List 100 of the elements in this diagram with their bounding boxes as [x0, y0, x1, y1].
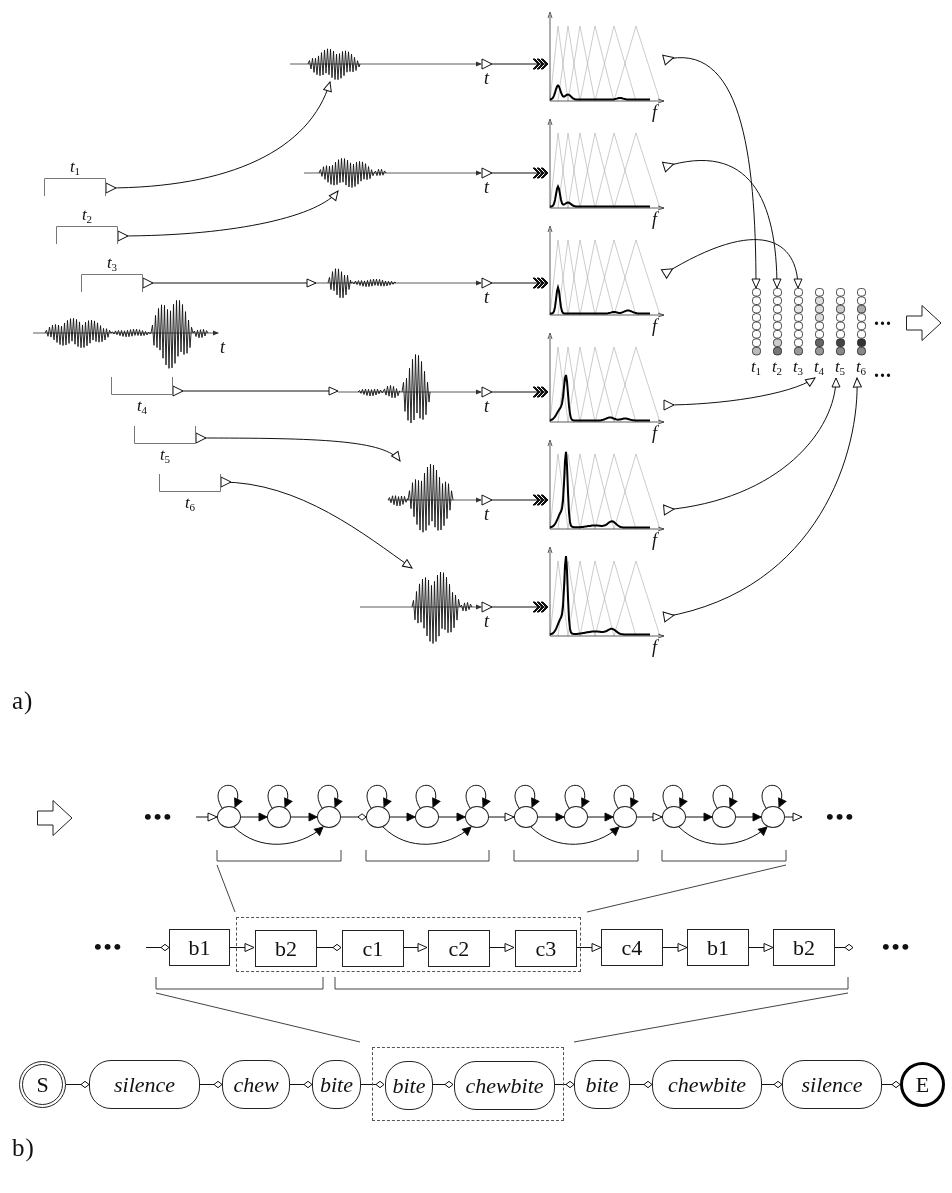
arrow [636, 812, 663, 822]
arrow [663, 377, 816, 411]
arrow [587, 812, 614, 822]
axis-label: f [652, 104, 657, 120]
axis-label: t [484, 179, 489, 195]
arrow [142, 277, 317, 289]
waveform-drawing [304, 155, 482, 191]
arrow [402, 943, 428, 952]
time-label: t$_{2}$ [80, 206, 94, 224]
event-node: bite [574, 1060, 630, 1109]
axis-label: t [484, 506, 489, 522]
axis-label: t [484, 289, 489, 305]
arrow [290, 812, 318, 822]
arrow [488, 812, 515, 822]
state-circle [317, 806, 341, 828]
arrow [678, 826, 768, 845]
state-circle [613, 806, 637, 828]
arrow [438, 812, 466, 822]
axis-label: f [652, 639, 657, 655]
highlight-frame [372, 1047, 564, 1121]
axis-label: f [652, 425, 657, 441]
axis-label: t [484, 398, 489, 414]
arrow [233, 826, 324, 845]
time-label: t$_{1}$ [68, 158, 82, 176]
arrow [240, 812, 268, 822]
arrow [481, 167, 549, 179]
arrow [662, 377, 862, 623]
highlight-frame [236, 917, 581, 972]
arrow [117, 190, 339, 242]
arrow [662, 943, 688, 952]
arrow [662, 377, 840, 516]
time-label: t$_{6}$ [854, 358, 868, 376]
axis-label: f [652, 211, 657, 227]
ellipsis: ... [874, 308, 892, 328]
arrow [105, 81, 332, 194]
arrow [735, 812, 762, 822]
time-label: t$_{5}$ [833, 358, 847, 376]
arrow [661, 239, 802, 289]
end-state: E [900, 1062, 945, 1107]
event-node: silence [89, 1060, 200, 1109]
ellipsis: ••• [144, 806, 174, 828]
arrow [488, 943, 515, 952]
state-circle [564, 806, 588, 828]
axis-label: t [484, 70, 489, 86]
state-circle [217, 806, 241, 828]
axis-label: f [652, 532, 657, 548]
time-label: t$_{6}$ [183, 494, 197, 512]
state-circle [514, 806, 538, 828]
arrow [382, 826, 472, 845]
state-circle [415, 806, 439, 828]
arrow [220, 476, 413, 569]
arrow [748, 943, 774, 952]
state-circle [267, 806, 291, 828]
time-label: t$_{2}$ [770, 358, 784, 376]
event-node: bite [385, 1061, 433, 1110]
arrow [481, 277, 549, 289]
event-node: chewbite [454, 1061, 555, 1110]
unit-box: b1 [169, 929, 230, 966]
unit-box: c4 [601, 929, 663, 966]
arrow [537, 812, 565, 822]
arrow [195, 432, 401, 462]
ellipsis: ••• [826, 806, 856, 828]
unit-box: c1 [342, 930, 404, 967]
start-state: S [19, 1061, 66, 1108]
arrow [481, 386, 549, 398]
self-loop-arrow [217, 784, 242, 809]
arrow [481, 494, 549, 506]
time-label: t$_{3}$ [105, 254, 119, 272]
self-loop-arrow [514, 784, 539, 809]
event-node: bite [312, 1060, 361, 1109]
time-label: t$_{1}$ [749, 358, 763, 376]
time-label: t$_{4}$ [135, 397, 149, 415]
arrow [784, 812, 803, 822]
self-loop-arrow [712, 784, 737, 809]
axis-label: f [652, 318, 657, 334]
arrow [389, 812, 416, 822]
ellipsis: ... [874, 360, 892, 380]
arrow [662, 160, 782, 289]
arrow [685, 812, 713, 822]
arrow [481, 58, 549, 70]
arrow [481, 601, 549, 613]
spectrum-drawing [548, 12, 664, 102]
unit-box: b2 [773, 929, 835, 966]
ellipsis: ••• [94, 936, 124, 958]
unit-box: c2 [428, 930, 490, 967]
state-circle [366, 806, 390, 828]
self-loop-arrow [317, 784, 342, 809]
self-loop-arrow [415, 784, 440, 809]
time-label: t$_{4}$ [812, 358, 826, 376]
arrow [662, 54, 761, 289]
self-loop-arrow [761, 784, 786, 809]
self-loop-arrow [662, 784, 687, 809]
arrow [172, 385, 339, 397]
panel-label: b) [12, 1135, 35, 1160]
axis-label: t [220, 339, 225, 355]
arrow [530, 826, 620, 845]
self-loop-arrow [366, 784, 391, 809]
self-loop-arrow [267, 784, 292, 809]
state-circle [465, 806, 489, 828]
arrow [575, 943, 602, 952]
